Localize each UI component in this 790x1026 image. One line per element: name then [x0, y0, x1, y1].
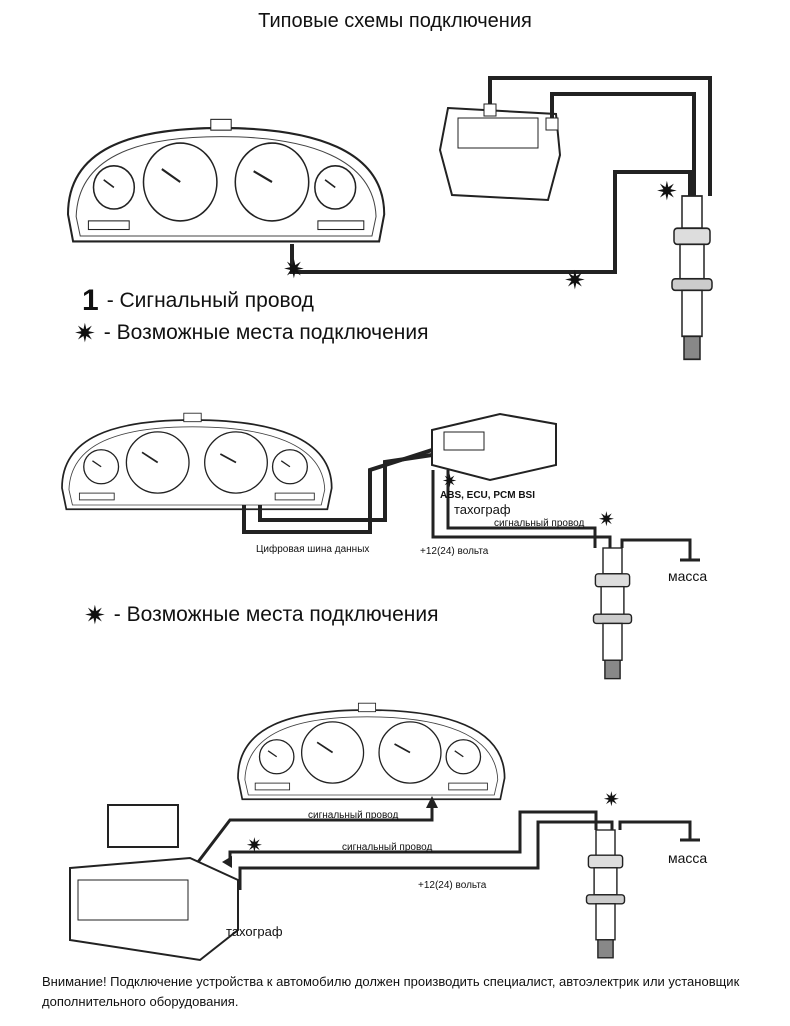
connection-point-icon: ✷ — [598, 509, 615, 531]
tachograph-label: тахограф — [454, 502, 511, 517]
signal-wire-label-top: сигнальный провод — [308, 810, 399, 821]
data-bus-label: Цифровая шина данных — [256, 544, 370, 555]
legend-places-text: - Возможные места подключения — [103, 321, 429, 344]
connection-point-icon: ✷ — [603, 789, 620, 811]
power-label: +12(24) вольта — [420, 546, 489, 557]
legend-connection-places-2: ✷ - Возможные места подключения — [84, 602, 438, 628]
ground-label-3: масса — [668, 850, 708, 866]
legend-signal-text: - Сигнальный провод — [106, 289, 314, 312]
tachograph-label-3: тахограф — [226, 924, 283, 939]
tachograph-unit — [69, 804, 239, 962]
connection-point-icon: ✷ — [283, 254, 305, 284]
legend-places-text-2: - Возможные места подключения — [113, 603, 439, 626]
star-icon: ✷ — [74, 318, 96, 348]
legend-signal-wire: 1 - Сигнальный провод — [82, 284, 314, 318]
connection-point-icon: ✷ — [656, 176, 678, 206]
signal-wire-label: сигнальный провод — [494, 518, 585, 529]
star-icon: ✷ — [84, 600, 106, 630]
ecu-label: ABS, ECU, PCM BSI — [440, 490, 536, 501]
connection-point-icon: ✷ — [246, 835, 263, 857]
connection-point-icon: ✷ — [442, 471, 458, 491]
page-title: Типовые схемы подключения — [258, 10, 532, 32]
ecu-box — [431, 412, 557, 482]
warning-note: Внимание! Подключение устройства к автом… — [42, 974, 740, 1009]
legend-number: 1 — [82, 284, 99, 317]
battery — [438, 103, 562, 202]
legend-connection-places: ✷ - Возможные места подключения — [74, 320, 428, 346]
signal-wire-label-mid: сигнальный провод — [342, 842, 433, 853]
power-label-3: +12(24) вольта — [418, 880, 487, 891]
connection-point-icon: ✷ — [564, 265, 586, 295]
ground-label: масса — [668, 568, 708, 584]
